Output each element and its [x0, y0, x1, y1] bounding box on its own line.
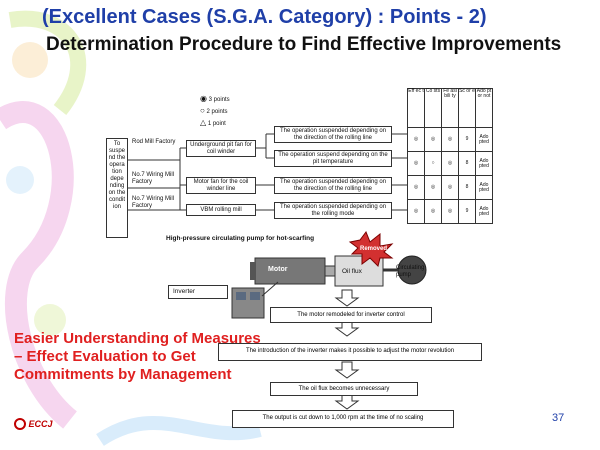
table-row: ◎ ◎ ◎ 8 Ado pted [407, 175, 493, 200]
table-row: ◎ ◎ ◎ 9 Ado pted [407, 127, 493, 152]
slide-subtitle: (Excellent Cases (S.G.A. Category) : Poi… [42, 6, 487, 28]
cell-adopt: Ado pted [475, 151, 493, 176]
table-row: ◎ ◎ ◎ 9 Ado pted [407, 199, 493, 224]
flow-heading: High-pressure circulating pump for hot-s… [166, 235, 315, 242]
triangle-icon: △ [200, 118, 207, 127]
logo-icon [14, 418, 26, 430]
motor-label: Motor [268, 266, 288, 273]
cell-effect: ◎ [407, 199, 425, 224]
legend-three-label: 3 points [208, 97, 230, 103]
equipment-node-3: VBM rolling mill [186, 204, 256, 216]
motor-shape [254, 257, 326, 285]
pump-label: Circulating pump [396, 265, 425, 278]
header-score: Sc or e [458, 88, 476, 128]
double-circle-icon: ◉ [200, 94, 207, 103]
legend-two: ○ 2 points [200, 106, 260, 115]
table-row: ◎ ○ ◎ 8 Ado pted [407, 151, 493, 176]
cell-costs: ○ [424, 151, 442, 176]
equipment-node-2: Motor fan for the coil winder line [186, 177, 256, 194]
cell-score: 9 [458, 199, 476, 224]
removed-burst [348, 230, 394, 267]
legend-one-label: 1 point [207, 121, 226, 127]
flow-step-3: The oil flux becomes unnecessary [270, 382, 418, 396]
cell-feasibility: ◎ [441, 199, 459, 224]
page-number: 37 [552, 412, 565, 424]
flow-arrows [334, 289, 360, 410]
circle-icon: ○ [200, 106, 205, 115]
cell-effect: ◎ [407, 127, 425, 152]
removed-label: Removed [360, 246, 388, 252]
cell-costs: ◎ [424, 127, 442, 152]
flow-step-4: The output is cut down to 1,000 rpm at t… [232, 410, 454, 428]
flow-step-1: The motor remodeled for inverter control [270, 307, 432, 323]
cell-effect: ◎ [407, 151, 425, 176]
cell-score: 9 [458, 127, 476, 152]
factory-label-3: No.7 Wiring Mill Factory [132, 196, 175, 209]
operation-node-4: The operation suspended depending on the… [274, 202, 392, 219]
table-header-row: Eff ec t Co sts Fe asi bili ty Sc or e A… [407, 88, 493, 128]
factory-label-2: No.7 Wiring Mill Factory [132, 172, 175, 185]
cell-adopt: Ado pted [475, 127, 493, 152]
operation-node-1: The operation suspended depending on the… [274, 126, 392, 143]
cell-feasibility: ◎ [441, 175, 459, 200]
oil-flux-label: Oil flux [342, 268, 362, 275]
slide-title: Determination Procedure to Find Effectiv… [46, 34, 562, 55]
cell-costs: ◎ [424, 175, 442, 200]
motor-endcap [250, 262, 256, 280]
header-adopt: Ado pt or not [475, 88, 493, 128]
legend-two-label: 2 points [206, 109, 228, 115]
side-note: Easier Understanding of Measures – Effec… [14, 330, 261, 383]
header-costs: Co sts [424, 88, 442, 128]
logo: ECCJ [14, 418, 53, 430]
flow-step-2: The introduction of the inverter makes i… [218, 343, 482, 361]
logo-text: ECCJ [28, 419, 53, 429]
cell-score: 8 [458, 175, 476, 200]
cell-adopt: Ado pted [475, 199, 493, 224]
operation-node-2: The operation suspend depending on the p… [274, 150, 392, 167]
evaluation-table: Eff ec t Co sts Fe asi bili ty Sc or e A… [407, 88, 493, 224]
cell-feasibility: ◎ [441, 151, 459, 176]
motor-shaft [324, 265, 336, 277]
cell-feasibility: ◎ [441, 127, 459, 152]
cell-costs: ◎ [424, 199, 442, 224]
cell-adopt: Ado pted [475, 175, 493, 200]
header-effect: Eff ec t [407, 88, 425, 128]
cell-score: 8 [458, 151, 476, 176]
legend-one: △ 1 point [200, 118, 260, 127]
header-feasibility: Fe asi bili ty [441, 88, 459, 128]
inverter-label: Inverter [168, 285, 228, 299]
root-node: To suspe nd the opera tion depe nding on… [106, 138, 128, 238]
operation-node-3: The operation suspended depending on the… [274, 177, 392, 194]
cell-effect: ◎ [407, 175, 425, 200]
legend-three: ◉ 3 points [200, 94, 260, 103]
equipment-node-1: Underground pit fan for coil winder [186, 140, 256, 157]
factory-label-1: Rod Mill Factory [132, 139, 176, 145]
